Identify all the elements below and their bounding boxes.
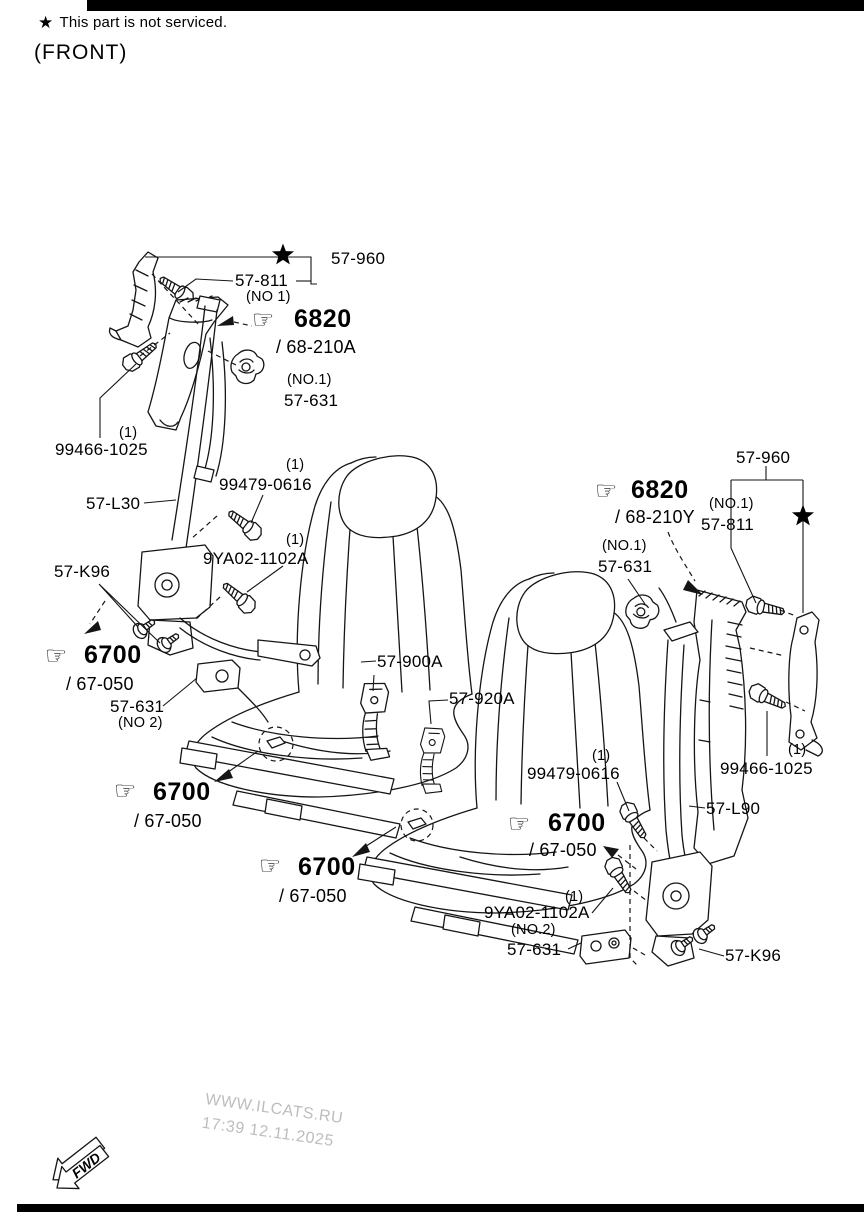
label-57-631-no1-left: 57-631: [284, 391, 339, 410]
label-qty-99479-left: (1): [286, 457, 305, 473]
label-6700-2: 6700: [153, 778, 211, 806]
direction-arrowheads: [84, 316, 703, 858]
assembly-dashed-lines: [89, 273, 806, 967]
label-57-k96-left: 57-K96: [54, 562, 111, 581]
label-6700-3: 6700: [298, 853, 356, 881]
label-qty-9ya02-left: (1): [286, 532, 305, 548]
label-57-l30: 57-L30: [86, 494, 141, 513]
label-67-050-4: / 67-050: [529, 840, 597, 860]
label-9ya02-1102a-left: 9YA02-1102A: [203, 549, 309, 568]
label-67-050-2: / 67-050: [134, 811, 202, 831]
label-67-050-3: / 67-050: [279, 886, 347, 906]
label-no1-631-left: (NO.1): [287, 372, 332, 388]
label-9ya02-1102a-right: 9YA02-1102A: [484, 903, 590, 922]
pointing-hand-icon: ☞: [595, 476, 618, 505]
left-belt-assembly-drawing: [108, 251, 321, 723]
front-view-label: (FRONT): [34, 41, 128, 64]
label-68-210a: / 68-210A: [276, 337, 356, 357]
label-57-960-right: 57-960: [736, 448, 791, 467]
label-6700-1: 6700: [84, 641, 142, 669]
label-99466-1025-left: 99466-1025: [55, 440, 148, 459]
label-6700-4: 6700: [548, 809, 606, 837]
label-qty-99466-left: (1): [119, 425, 138, 441]
label-6820-left: 6820: [294, 305, 352, 333]
not-serviced-note: ★ This part is not serviced.: [38, 15, 227, 32]
leader-lines: [98, 256, 804, 957]
label-no2-left: (NO 2): [118, 715, 163, 731]
label-57-900a: 57-900A: [377, 652, 443, 671]
label-68-210y: / 68-210Y: [615, 507, 695, 527]
label-67-050-1: / 67-050: [66, 674, 134, 694]
left-seat-drawing: [179, 455, 473, 839]
right-belt-assembly-drawing: [579, 587, 823, 967]
not-serviced-text: This part is not serviced.: [59, 14, 228, 31]
label-57-920a: 57-920A: [449, 689, 515, 708]
pointing-hand-icon: ☞: [114, 776, 137, 805]
label-99466-1025-right: 99466-1025: [720, 759, 813, 778]
label-99479-0616-right: 99479-0616: [527, 764, 620, 783]
center-buckles-drawing: [258, 679, 456, 842]
label-no1-631-right: (NO.1): [602, 538, 647, 554]
bottom-border-bar: [17, 1204, 864, 1212]
label-6820-right: 6820: [631, 476, 689, 504]
pointing-hand-icon: ☞: [45, 641, 68, 670]
star-legend-icon: ★: [38, 13, 54, 33]
label-57-k96-right: 57-K96: [725, 946, 782, 965]
label-qty-9ya02-right: (1): [565, 889, 584, 905]
label-57-960-left: 57-960: [331, 249, 386, 268]
label-qty-99466-right: (1): [788, 742, 807, 758]
label-57-811-right: 57-811: [701, 515, 754, 534]
pointing-hand-icon: ☞: [252, 305, 275, 334]
label-no1-left: (NO 1): [246, 289, 291, 305]
label-99479-0616-left: 99479-0616: [219, 475, 312, 494]
label-57-631-no2-right: 57-631: [507, 940, 562, 959]
label-57-631-no1-right: 57-631: [598, 557, 653, 576]
label-no1-811-right: (NO.1): [709, 496, 754, 512]
label-qty-99479-right: (1): [592, 748, 611, 764]
top-border-bar: [87, 0, 864, 11]
label-57-631-no2-left: 57-631: [110, 697, 165, 716]
label-no2-right: (NO.2): [511, 922, 556, 938]
label-57-l90: 57-L90: [706, 799, 761, 818]
pointing-hand-icon: ☞: [259, 851, 282, 880]
label-57-811-left: 57-811: [235, 271, 288, 290]
fwd-direction-arrow: FWD: [52, 1136, 110, 1190]
pointing-hand-icon: ☞: [508, 809, 531, 838]
star-marker-left: [271, 243, 295, 265]
